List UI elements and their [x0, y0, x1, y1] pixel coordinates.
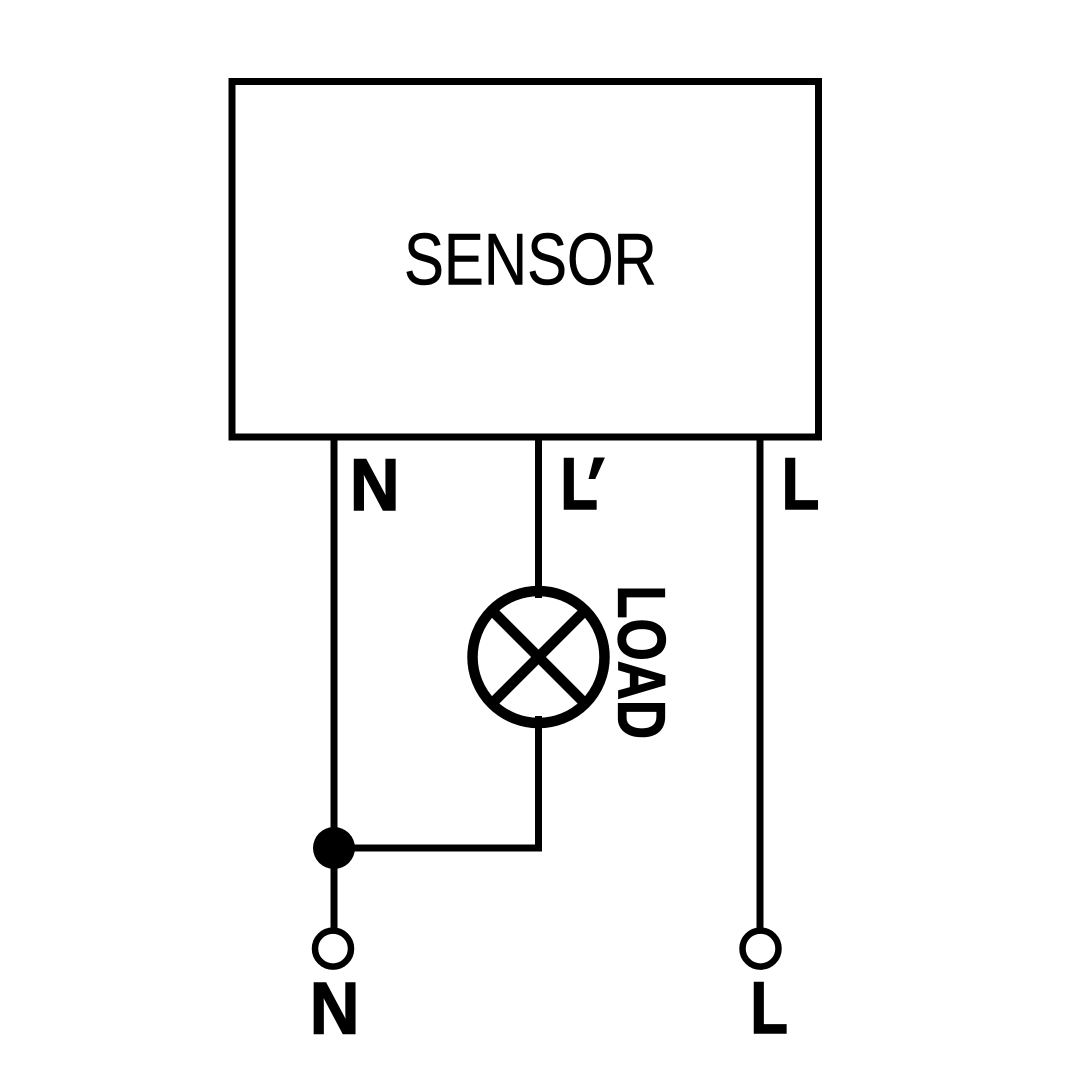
svg-text:LOAD: LOAD: [604, 585, 679, 739]
svg-text:L: L: [560, 444, 598, 525]
svg-text:SENSOR: SENSOR: [404, 220, 657, 301]
svg-text:L: L: [750, 968, 788, 1049]
svg-text:L: L: [782, 444, 820, 525]
svg-text:N: N: [310, 969, 360, 1050]
svg-text:N: N: [350, 445, 400, 526]
